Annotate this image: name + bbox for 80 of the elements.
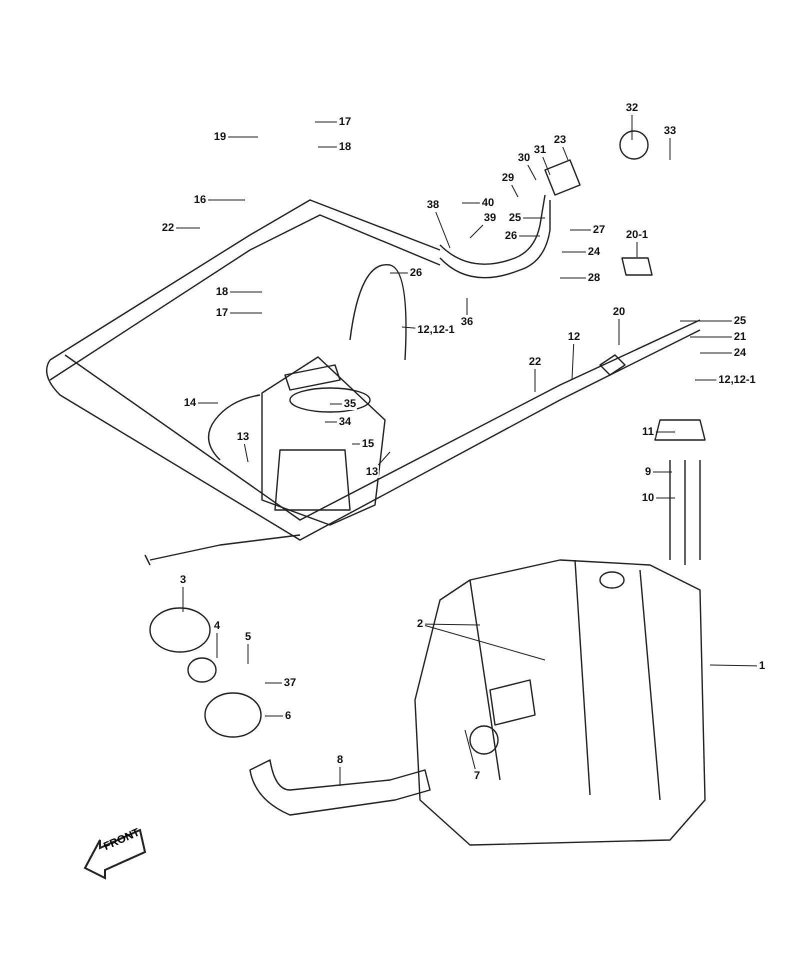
callout-number: 24 bbox=[732, 347, 748, 359]
callout-number: 13 bbox=[236, 431, 250, 443]
leader-line bbox=[390, 272, 408, 274]
callout-number: 7 bbox=[472, 770, 482, 782]
leader-line bbox=[534, 368, 536, 392]
callout-number: 34 bbox=[338, 416, 352, 428]
callout-number: 15 bbox=[360, 438, 376, 450]
callout-number: 12 bbox=[566, 331, 582, 343]
leader-line bbox=[466, 298, 468, 316]
callout-number: 30 bbox=[516, 152, 532, 164]
leader-line bbox=[710, 664, 758, 666]
leader-line bbox=[462, 202, 480, 204]
callout-number: 26 bbox=[504, 230, 518, 242]
callout-number: 18 bbox=[338, 141, 352, 153]
leader-line bbox=[424, 624, 480, 626]
callout-number: 16 bbox=[192, 194, 208, 206]
callout-number: 4 bbox=[212, 620, 222, 632]
leader-line bbox=[542, 156, 550, 176]
leader-line bbox=[511, 184, 518, 198]
leader-line bbox=[700, 352, 732, 354]
callout-number: 12,12-1 bbox=[416, 324, 456, 336]
callout-number: 22 bbox=[160, 222, 176, 234]
leader-line bbox=[264, 682, 282, 684]
callout-number: 27 bbox=[592, 224, 606, 236]
leader-line bbox=[572, 344, 574, 380]
leader-line bbox=[402, 326, 416, 329]
leader-line bbox=[230, 312, 262, 314]
callout-number: 36 bbox=[460, 316, 474, 328]
callout-number: 33 bbox=[662, 125, 678, 137]
callout-number: 32 bbox=[624, 102, 640, 114]
callout-number: 13 bbox=[364, 466, 380, 478]
callout-number: 18 bbox=[214, 286, 230, 298]
callout-number: 38 bbox=[426, 199, 440, 211]
leader-line bbox=[244, 444, 248, 462]
leader-line bbox=[182, 586, 184, 612]
callout-number: 28 bbox=[586, 272, 602, 284]
leader-line bbox=[690, 336, 732, 338]
callout-number: 2 bbox=[416, 618, 424, 630]
callout-number: 25 bbox=[732, 315, 748, 327]
callout-number: 23 bbox=[552, 134, 568, 146]
callout-number: 21 bbox=[732, 331, 748, 343]
leader-line bbox=[424, 624, 546, 660]
callout-number: 14 bbox=[182, 397, 198, 409]
callout-number: 24 bbox=[586, 246, 602, 258]
callout-number: 17 bbox=[338, 116, 352, 128]
callout-number: 26 bbox=[408, 267, 424, 279]
callout-number: 39 bbox=[482, 212, 498, 224]
callout-number: 35 bbox=[342, 398, 358, 410]
callout-number: 17 bbox=[214, 307, 230, 319]
callout-number: 20 bbox=[612, 306, 626, 318]
callout-number: 31 bbox=[532, 144, 548, 156]
leader-line bbox=[228, 136, 258, 138]
callout-number: 9 bbox=[644, 466, 652, 478]
callout-number: 8 bbox=[336, 754, 344, 766]
callout-number: 20-1 bbox=[624, 229, 650, 241]
leader-line bbox=[470, 224, 484, 238]
leader-line bbox=[318, 146, 338, 148]
callout-number: 37 bbox=[282, 677, 298, 689]
callout-number: 6 bbox=[284, 710, 292, 722]
leader-line bbox=[680, 320, 732, 322]
leader-line bbox=[216, 632, 218, 658]
leader-line bbox=[464, 730, 476, 770]
callout-number: 5 bbox=[244, 631, 252, 643]
callout-number: 11 bbox=[641, 426, 655, 438]
leader-line bbox=[636, 242, 638, 258]
callout-number: 1 bbox=[758, 660, 766, 672]
leader-line bbox=[435, 212, 450, 248]
callout-number: 10 bbox=[640, 492, 656, 504]
leader-line bbox=[527, 164, 536, 180]
callout-number: 19 bbox=[212, 131, 228, 143]
callout-number: 40 bbox=[480, 197, 496, 209]
leader-line bbox=[198, 402, 218, 404]
leader-line bbox=[378, 452, 390, 466]
callout-number: 12,12-1 bbox=[717, 374, 757, 386]
callout-number: 29 bbox=[500, 172, 516, 184]
leader-line bbox=[562, 146, 568, 160]
callout-number: 3 bbox=[178, 574, 188, 586]
callout-number: 22 bbox=[528, 356, 542, 368]
callout-number: 25 bbox=[508, 212, 522, 224]
leader-line bbox=[618, 318, 620, 346]
